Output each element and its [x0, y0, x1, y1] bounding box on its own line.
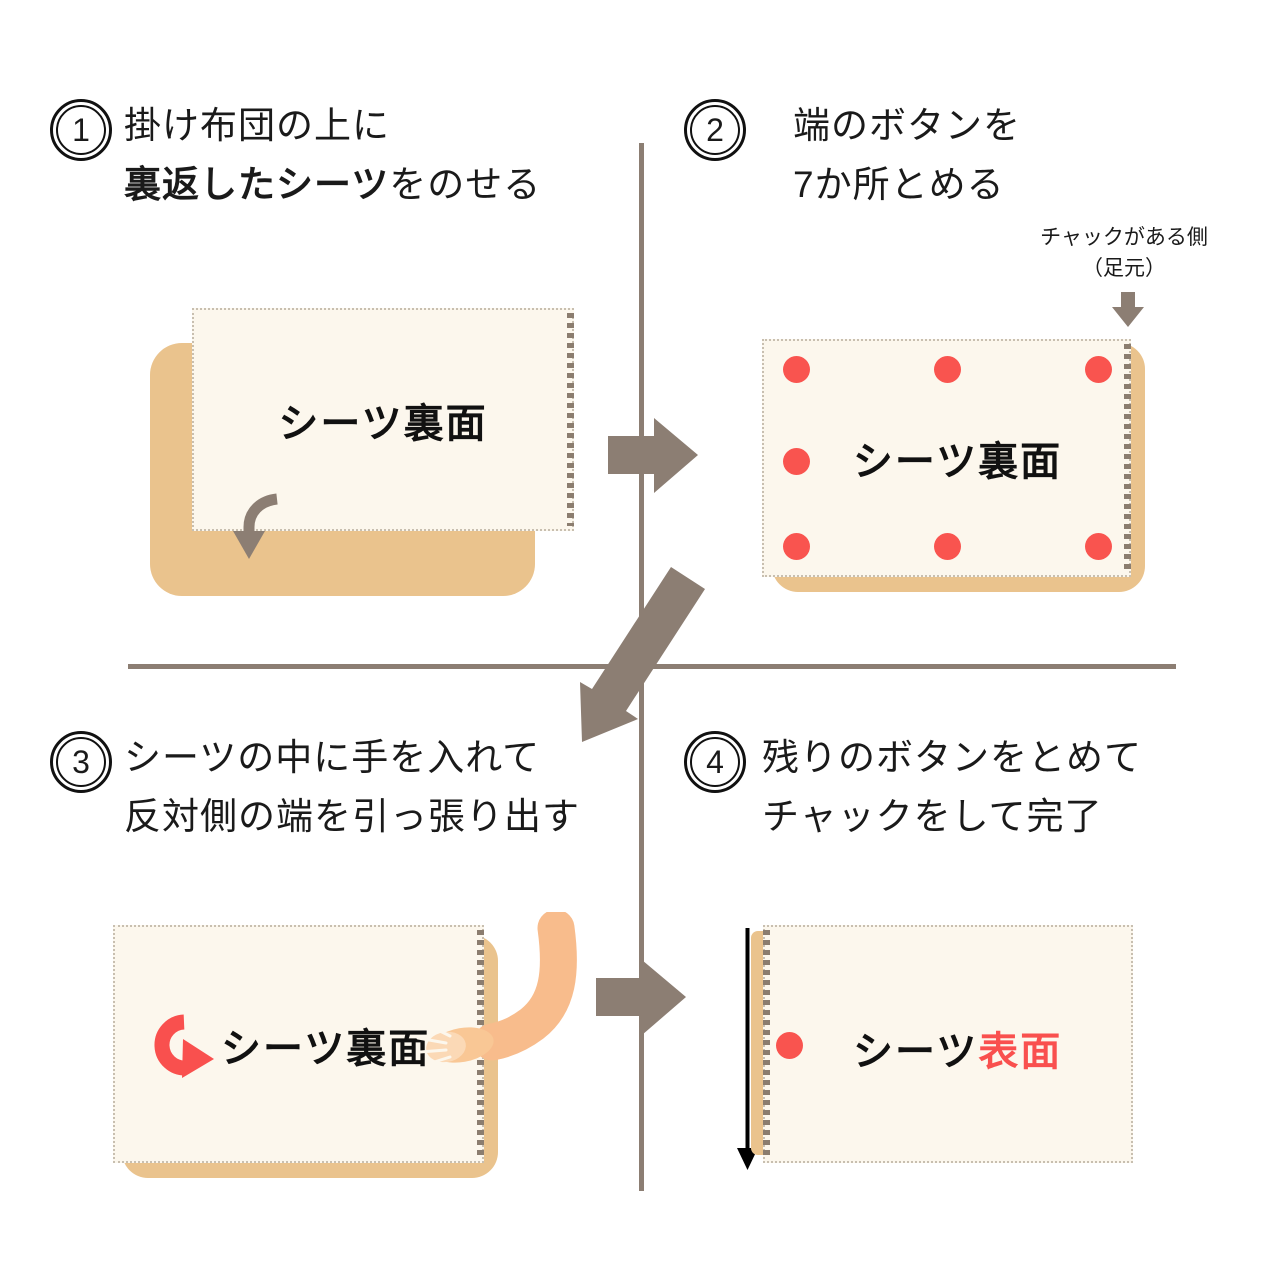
arm-hand-icon [416, 912, 577, 1066]
zipper-side-annotation: チャックがある側 （足元） [1004, 222, 1244, 284]
step2-number-badge: 2 [684, 99, 746, 161]
step3-number: 3 [56, 737, 106, 787]
step2-heading-line2: 7か所とめる [793, 164, 1005, 205]
step4-label-black: シーツ [853, 1030, 979, 1074]
step1-heading-line1: 掛け布団の上に [124, 105, 390, 146]
step1-heading-line2: 裏返したシーツをのせる [124, 155, 541, 214]
step1-sheet: シーツ裏面 [192, 308, 574, 531]
right-arrow-icon [608, 418, 698, 493]
step4-label-red: 表面 [978, 1030, 1063, 1074]
step1-sheet-label: シーツ裏面 [278, 401, 488, 446]
step1-zipper-edge [567, 313, 574, 526]
right-arrow-icon [596, 960, 686, 1035]
down-arrow-icon [1112, 292, 1144, 327]
annotation-line1: チャックがある側 [1040, 226, 1208, 249]
button-dot [1085, 533, 1112, 560]
step4-heading-line2: チャックをして完了 [762, 796, 1103, 837]
step1-heading: 掛け布団の上に 裏返したシーツをのせる [124, 96, 541, 214]
step1-number: 1 [56, 105, 106, 155]
step2-heading: 端のボタンを 7か所とめる [793, 96, 1021, 214]
button-dot [1085, 356, 1112, 383]
step4-heading-line1: 残りのボタンをとめて [762, 737, 1142, 778]
step3-heading-line1: シーツの中に手を入れて [124, 737, 541, 778]
step1-heading-bold: 裏返したシーツ [124, 164, 390, 205]
step2-zipper-edge [1124, 344, 1131, 572]
step2-heading-line1: 端のボタンを [793, 105, 1021, 146]
step4-heading: 残りのボタンをとめて チャックをして完了 [762, 728, 1142, 846]
step4-sheet: シーツ表面 [763, 925, 1133, 1163]
step3-number-badge: 3 [50, 731, 112, 793]
step3-sheet-label: シーツ裏面 [221, 1027, 431, 1071]
button-dot [934, 356, 961, 383]
button-dot [783, 356, 810, 383]
step4-number-badge: 4 [684, 731, 746, 793]
step4-sheet-label: シーツ表面 [853, 1019, 1062, 1077]
button-dot [783, 533, 810, 560]
step3-heading: シーツの中に手を入れて 反対側の端を引っ張り出す [124, 728, 580, 846]
button-dot [934, 533, 961, 560]
step1-number-badge: 1 [50, 99, 112, 161]
flip-arrow-icon [233, 493, 278, 559]
step2-sheet: シーツ裏面 [762, 339, 1131, 577]
step2-number: 2 [690, 105, 740, 155]
step1-heading-rest: をのせる [389, 164, 542, 205]
button-dot [776, 1032, 803, 1059]
step3-heading-line2: 反対側の端を引っ張り出す [124, 796, 580, 837]
insert-arrow-icon [154, 1014, 214, 1078]
step2-sheet-label: シーツ裏面 [852, 440, 1063, 484]
annotation-line2: （足元） [1082, 257, 1166, 280]
step4-number: 4 [690, 737, 740, 787]
diagonal-arrow-icon [580, 567, 705, 742]
button-dot [783, 448, 810, 475]
step4-zipper-edge [763, 930, 770, 1158]
